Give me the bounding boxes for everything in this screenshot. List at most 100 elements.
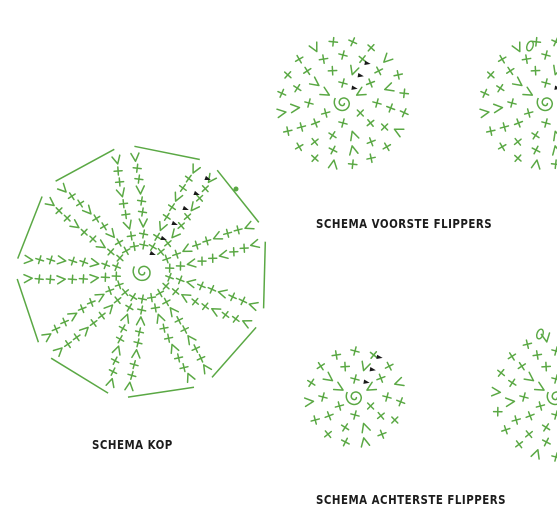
single-crochet-symbol (139, 240, 149, 250)
single-crochet-symbol (377, 429, 387, 439)
front-flipper-diagram-right (479, 36, 557, 170)
increase-symbol (523, 371, 535, 382)
single-crochet-symbol (63, 214, 71, 222)
single-crochet-symbol (320, 108, 331, 118)
single-crochet-symbol (311, 154, 319, 163)
petal-edge (50, 357, 109, 394)
single-crochet-symbol (365, 78, 376, 88)
single-crochet-symbol (68, 256, 78, 266)
single-crochet-symbol (112, 262, 122, 272)
single-crochet-symbol (173, 353, 184, 363)
single-crochet-symbol (530, 65, 541, 76)
increase-symbol (511, 41, 521, 53)
single-crochet-symbol (125, 303, 134, 312)
single-crochet-symbol (121, 246, 131, 256)
single-crochet-symbol (497, 368, 506, 377)
single-crochet-symbol (340, 437, 350, 447)
round-marker-symbol (364, 60, 371, 66)
single-crochet-symbol (347, 159, 358, 170)
increase-symbol (182, 243, 193, 253)
petal-edge (16, 278, 40, 343)
single-crochet-symbol (80, 228, 88, 236)
single-crochet-symbol (338, 78, 348, 88)
single-crochet-symbol (177, 221, 185, 230)
increase-symbol (276, 108, 287, 119)
round-marker-symbol (369, 367, 376, 372)
single-crochet-symbol (358, 55, 367, 64)
single-crochet-symbol (222, 228, 233, 238)
single-crochet-symbol (201, 302, 210, 311)
single-crochet-symbol (126, 231, 137, 241)
single-crochet-symbol (146, 292, 157, 303)
single-crochet-symbol (72, 333, 81, 342)
single-crochet-symbol (99, 222, 109, 231)
increase-symbol (211, 308, 222, 317)
single-crochet-symbol (294, 142, 304, 152)
single-crochet-symbol (127, 370, 137, 380)
single-crochet-symbol (202, 236, 212, 246)
single-crochet-symbol (110, 356, 120, 365)
increase-symbol (89, 273, 100, 284)
increase-symbol (69, 218, 80, 229)
increase-symbol (138, 218, 148, 228)
single-crochet-symbol (551, 346, 557, 356)
single-crochet-symbol (316, 361, 326, 371)
single-crochet-symbol (531, 145, 541, 155)
single-crochet-symbol (356, 109, 365, 117)
increase-symbol (490, 386, 502, 397)
increase-symbol (170, 343, 180, 355)
petal-edge (55, 148, 115, 182)
single-crochet-symbol (496, 83, 505, 93)
petal-edge (17, 196, 43, 259)
increase-symbol (533, 381, 545, 391)
single-crochet-symbol (296, 122, 307, 132)
single-crochet-symbol (366, 118, 375, 128)
increase-symbol (218, 249, 229, 260)
single-crochet-symbol (521, 54, 532, 64)
single-crochet-symbol (391, 416, 399, 424)
magic-ring-symbol (132, 265, 151, 282)
round-marker-symbol (204, 175, 211, 181)
single-crochet-symbol (191, 344, 201, 353)
increase-symbol (52, 347, 63, 358)
single-crochet-symbol (221, 310, 230, 319)
increase-symbol (308, 76, 320, 87)
increase-symbol (241, 320, 253, 329)
single-crochet-symbol (334, 401, 345, 411)
increase-symbol (111, 345, 121, 356)
single-crochet-symbol (513, 137, 522, 146)
single-crochet-symbol (532, 350, 543, 360)
single-crochet-symbol (165, 272, 174, 282)
single-crochet-symbol (550, 159, 557, 170)
single-crochet-symbol (366, 402, 375, 410)
single-crochet-symbol (34, 274, 44, 284)
increase-symbol (248, 301, 259, 312)
single-crochet-symbol (137, 305, 147, 315)
single-crochet-symbol (118, 198, 129, 209)
single-crochet-symbol (310, 415, 321, 425)
increase-symbol (174, 191, 184, 202)
single-crochet-symbol (196, 353, 206, 363)
back-flipper-diagram-right (490, 328, 557, 462)
single-crochet-symbol (180, 325, 190, 334)
single-crochet-symbol (524, 430, 534, 439)
increase-symbol (115, 187, 125, 198)
single-crochet-symbol (511, 415, 522, 425)
increase-symbol (212, 230, 224, 240)
single-crochet-symbol (318, 54, 329, 64)
single-crochet-symbol (348, 37, 358, 47)
single-crochet-symbol (132, 163, 142, 173)
increase-symbol (103, 304, 114, 315)
single-crochet-symbol (480, 88, 490, 98)
increase-symbol (56, 182, 67, 193)
single-crochet-symbol (207, 253, 218, 264)
single-crochet-symbol (369, 350, 378, 360)
increase-symbol (171, 228, 181, 239)
single-crochet-symbol (196, 281, 206, 291)
single-crochet-symbol (485, 126, 496, 136)
round-marker-symbol (376, 354, 383, 360)
single-crochet-symbol (229, 247, 239, 257)
single-crochet-symbol (51, 324, 61, 334)
increase-symbol (207, 172, 218, 184)
single-crochet-symbol (541, 78, 551, 88)
